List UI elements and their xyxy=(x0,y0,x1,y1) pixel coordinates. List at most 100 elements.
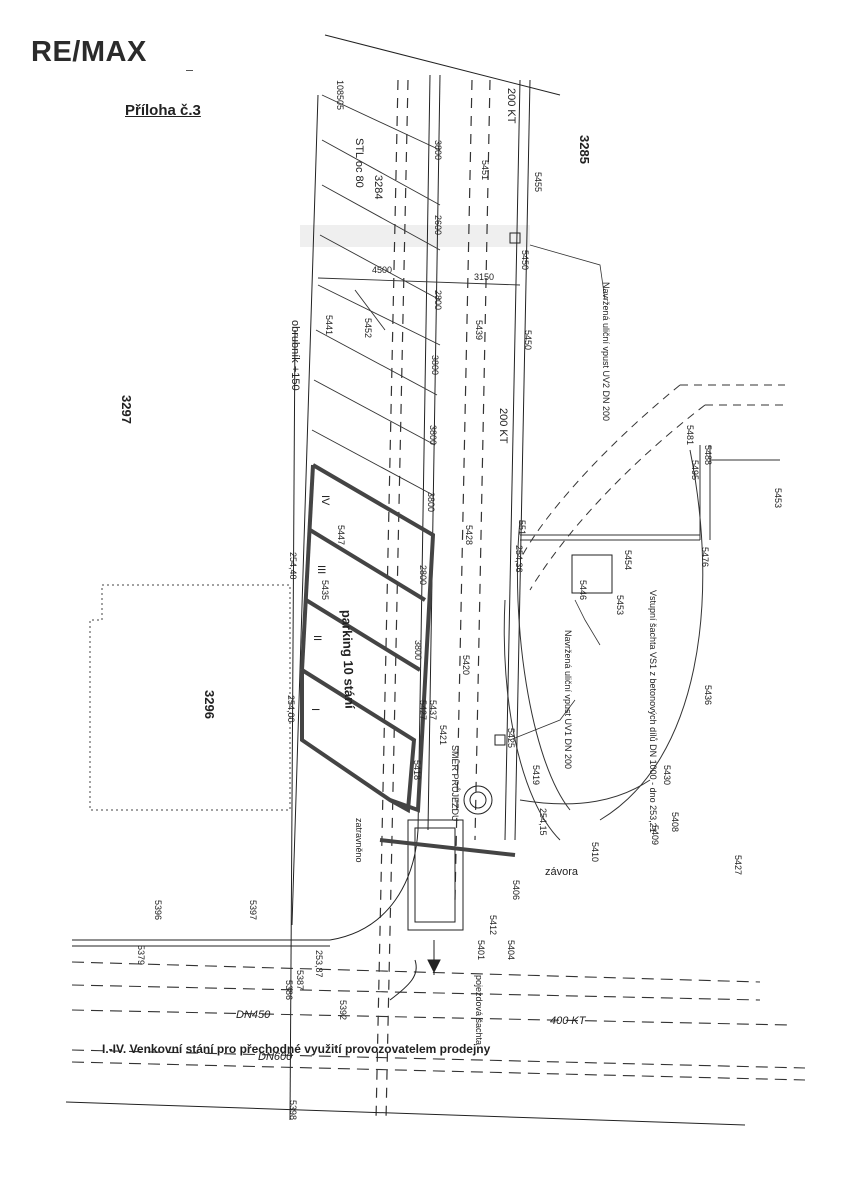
line-number: 551 xyxy=(517,520,527,535)
line-numbers: 5455 5451 5450 5450 5439 5441 5452 5447 … xyxy=(136,160,713,1120)
line-number: 5488 xyxy=(703,445,713,465)
line-number: 5387 xyxy=(295,970,305,990)
line-number: 5408 xyxy=(670,812,680,832)
line-number: 5410 xyxy=(590,842,600,862)
parcel-108505: 108505 xyxy=(335,80,345,110)
dimension: 3800 xyxy=(433,140,443,160)
line-number: 5447 xyxy=(336,525,346,545)
line-number: 5425 xyxy=(506,728,516,748)
parcel-5396: 5396 xyxy=(153,900,163,920)
entrance-area xyxy=(379,232,613,1001)
parcel-3297: 3297 xyxy=(119,395,134,424)
pipe-label-dn450: DN450 xyxy=(236,1009,271,1021)
line-number: 5430 xyxy=(662,765,672,785)
label-direction: SMĚR PRŮJEZDU xyxy=(450,745,461,822)
parking-outline xyxy=(300,463,436,814)
line-number: 5435 xyxy=(320,580,330,600)
line-number: 5450 xyxy=(520,250,530,270)
line-number: 5406 xyxy=(511,880,521,900)
parking-stripes xyxy=(311,94,521,496)
side-road xyxy=(503,445,780,841)
line-number: 5379 xyxy=(136,945,146,965)
pipe-label-200kt-top: 200 KT xyxy=(505,88,517,124)
side-road-dashed xyxy=(519,384,785,591)
line-number: 5428 xyxy=(464,525,474,545)
line-number: 5455 xyxy=(533,172,543,192)
pipe-label-200kt-mid: 200 KT xyxy=(497,408,509,444)
line-number: 5452 xyxy=(363,318,373,338)
line-number: 5446 xyxy=(578,580,588,600)
line-number: 5437 xyxy=(428,700,438,720)
parcel-3284: 3284 xyxy=(372,175,384,199)
dimension: 3150 xyxy=(474,272,494,282)
dimension: 2800 xyxy=(418,565,428,585)
line-number: 5439 xyxy=(474,320,484,340)
parcel-5427: 5427 xyxy=(733,855,743,875)
label-shaft-vs1: Vstupní šachta VS1 z betonových dílů DN … xyxy=(648,590,658,833)
label-shaft-bottom: pojezdová šachta xyxy=(474,975,484,1045)
dimension: 2800 xyxy=(433,290,443,310)
pipe-label-dn600: DN600 xyxy=(258,1051,293,1063)
line-number: 5398 xyxy=(288,1100,298,1120)
parcel-5453: 5453 xyxy=(773,488,783,508)
line-number: 5427 xyxy=(418,700,428,720)
dimension: 4500 xyxy=(372,265,392,275)
label-closed: zatravněno xyxy=(354,818,364,863)
dimension-labels: 3800 2600 2800 3800 3800 3800 2800 3150 … xyxy=(372,140,494,660)
stall-mark-iv: IV xyxy=(319,495,331,506)
height-h5: 253,87 xyxy=(314,950,324,978)
label-curb: obrubník +150 xyxy=(289,320,301,391)
label-barrier: závora xyxy=(545,866,579,878)
dimension: 3800 xyxy=(428,425,438,445)
pipe-label-400kt: 400 KT xyxy=(550,1015,587,1027)
dimension: 3800 xyxy=(430,355,440,375)
pipe-label-stl: STL oc 80 xyxy=(353,138,365,188)
line-number: 5420 xyxy=(461,655,471,675)
label-parking: parking 10 stání xyxy=(339,610,357,710)
line-number: 5450 xyxy=(523,330,533,350)
line-number: 5454 xyxy=(623,550,633,570)
logo-mark xyxy=(186,70,193,71)
line-number: 5421 xyxy=(438,725,448,745)
line-number: 5412 xyxy=(488,915,498,935)
line-number: 5386 xyxy=(284,980,294,1000)
line-number: 5476 xyxy=(700,547,710,567)
line-number: 5409 xyxy=(650,825,660,845)
line-number: 5436 xyxy=(703,685,713,705)
building-outline xyxy=(89,584,291,811)
label-gully-uv2: Navržená uliční vpust UV2 DN 200 xyxy=(601,282,611,421)
height-h2: 254,00 xyxy=(286,695,296,723)
line-number: 5481 xyxy=(685,425,695,445)
dimension: 3800 xyxy=(426,492,436,512)
line-number: 5401 xyxy=(476,940,486,960)
line-number: 5495 xyxy=(690,460,700,480)
line-number: 5419 xyxy=(531,765,541,785)
road-centerlines xyxy=(375,79,491,1121)
height-h1: 254,40 xyxy=(288,552,298,580)
line-number: 5392 xyxy=(338,1000,348,1020)
annex-title: Příloha č.3 xyxy=(125,102,201,119)
bottom-roads xyxy=(65,829,746,1126)
parcel-3296: 3296 xyxy=(202,690,217,719)
road-edges xyxy=(289,34,561,1121)
stall-mark-ii: II xyxy=(311,635,323,641)
height-h4: 254,15 xyxy=(538,808,548,836)
stall-mark-iii: III xyxy=(315,565,327,574)
parcel-5397: 5397 xyxy=(248,900,258,920)
line-number: 5441 xyxy=(324,315,334,335)
parcel-3285: 3285 xyxy=(577,135,592,164)
line-number: 5453 xyxy=(615,595,625,615)
dimension: 3800 xyxy=(413,640,423,660)
line-number: 5451 xyxy=(480,160,490,180)
height-h3: 254,36 xyxy=(514,545,524,573)
leader-lines xyxy=(509,244,606,741)
stall-mark-i: I xyxy=(309,708,321,711)
dimension: 2600 xyxy=(433,215,443,235)
bottom-dashed-lines xyxy=(71,961,806,1081)
line-number: 5418 xyxy=(412,760,422,780)
label-gully-uv1: Navržená uliční vpust UV1 DN 200 xyxy=(563,630,573,769)
line-number: 5404 xyxy=(506,940,516,960)
remax-logo: RE/MAX xyxy=(31,36,147,68)
footnote: I.-IV. Venkovní stání pro přechodné využ… xyxy=(102,1042,491,1056)
